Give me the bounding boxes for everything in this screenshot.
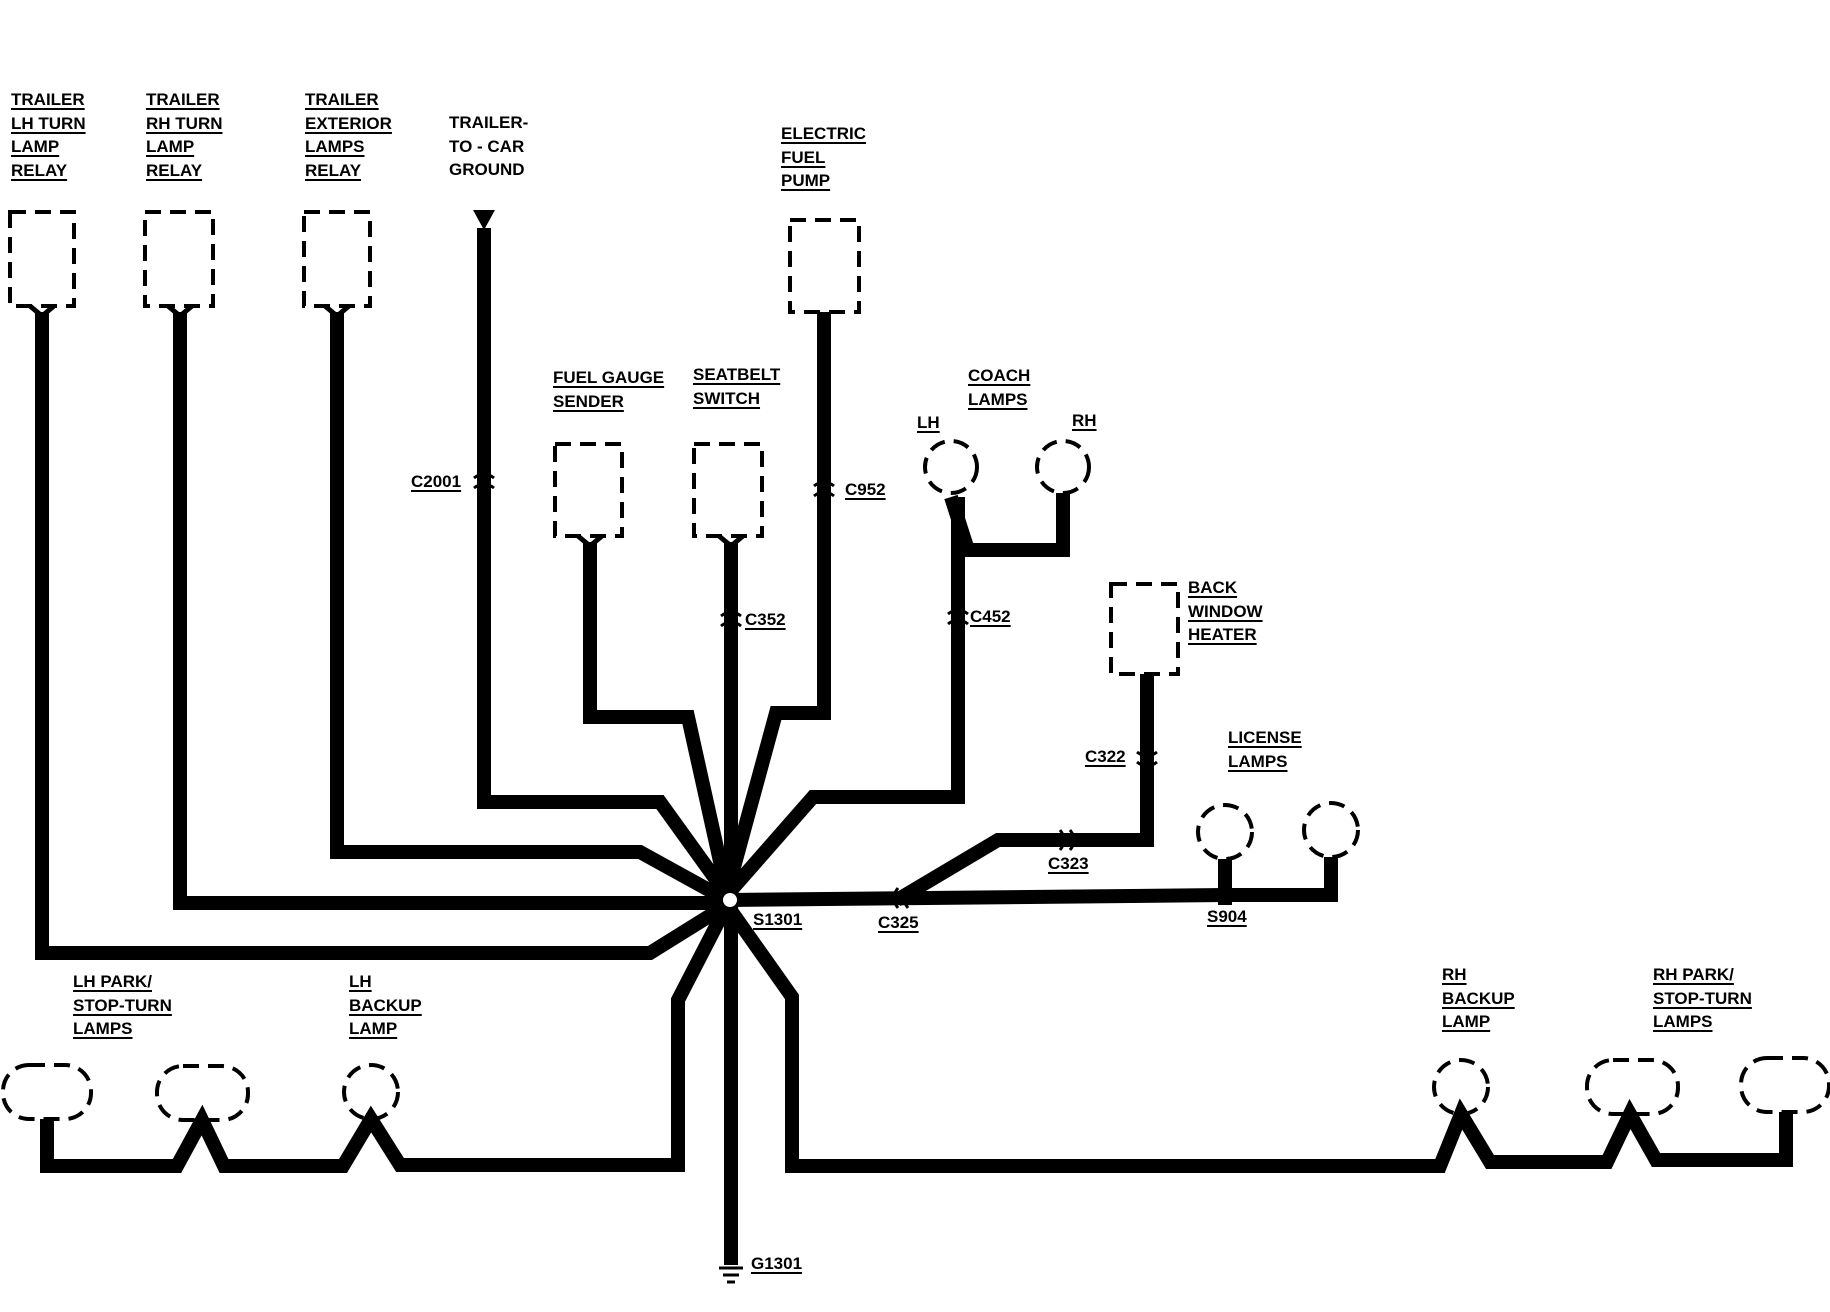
lh-park-lamp-inner — [155, 1064, 250, 1122]
connector-c325-label: C325 — [878, 913, 919, 932]
fuel-gauge-sender-label: FUEL GAUGE SENDER — [553, 368, 665, 411]
trailer-lh-turn-relay-label: TRAILER LH TURN LAMP RELAY — [11, 90, 86, 180]
coach-lamp-rh — [1035, 439, 1091, 495]
splice-s904 — [1217, 888, 1233, 904]
wire-trailer-ground — [477, 228, 733, 900]
splice-s1301-label: S1301 — [753, 910, 803, 929]
trailer-exterior-lamps-relay-label: TRAILER EXTERIOR LAMPS RELAY — [305, 90, 392, 180]
wire-fuel-pump — [720, 312, 831, 895]
wire-lh-rear-lamps — [40, 901, 734, 1173]
electric-fuel-pump-label: ELECTRIC FUEL PUMP — [781, 124, 866, 190]
wire-coach-lamps — [721, 497, 965, 900]
trailer-rh-turn-relay-label: TRAILER RH TURN LAMP RELAY — [146, 90, 223, 180]
wire-coach-lamps-rh — [944, 493, 1070, 557]
rh-backup-lamp-label: RH BACKUP LAMP — [1442, 965, 1515, 1031]
trailer-ground-arrow — [473, 210, 495, 230]
trailer-lh-turn-relay-box — [8, 210, 76, 308]
coach-lamp-rh-label: RH — [1072, 411, 1097, 430]
ground-g1301-label: G1301 — [751, 1254, 803, 1273]
trailer-to-car-ground-label: TRAILER- TO - CAR GROUND — [449, 113, 529, 179]
trailer-rh-turn-relay-box — [143, 210, 215, 308]
wire-fuel-gauge-sender — [583, 542, 734, 895]
coach-lamps-label: COACH LAMPS — [968, 366, 1031, 409]
back-window-heater-label: BACK WINDOW HEATER — [1188, 578, 1263, 644]
lh-park-stop-turn-lamps-label: LH PARK/ STOP-TURN LAMPS — [73, 972, 172, 1038]
connector-c325-mark — [892, 887, 910, 909]
fuel-gauge-sender-box — [553, 442, 624, 538]
connector-c952-mark — [813, 480, 835, 498]
lh-backup-lamp — [342, 1063, 400, 1121]
connector-c2001-label: C2001 — [411, 472, 462, 491]
license-lamp-left — [1196, 803, 1254, 861]
rh-park-lamp-outer — [1739, 1056, 1830, 1114]
connector-c452-label: C452 — [970, 607, 1011, 626]
connector-c323-label: C323 — [1048, 854, 1089, 873]
electric-fuel-pump-box — [788, 218, 861, 314]
connector-c452-mark — [947, 608, 969, 626]
wire-trailer-rh-relay — [173, 312, 727, 910]
splice-s1301 — [719, 889, 741, 911]
coach-lamp-lh — [923, 439, 979, 495]
wire-s1301-to-s904 — [726, 888, 1226, 907]
connector-c2001-mark — [473, 472, 495, 490]
connector-c352-label: C352 — [745, 610, 786, 629]
trailer-exterior-lamps-relay-box — [302, 210, 372, 308]
rh-park-lamp-inner — [1585, 1058, 1680, 1116]
rh-backup-lamp — [1432, 1058, 1490, 1116]
wire-license-lamps — [1225, 857, 1338, 902]
connector-c352-mark — [720, 610, 742, 628]
license-lamps-label: LICENSE LAMPS — [1228, 728, 1302, 771]
lh-backup-lamp-label: LH BACKUP LAMP — [349, 972, 422, 1038]
connector-c952-label: C952 — [845, 480, 886, 499]
connector-c322-label: C322 — [1085, 747, 1126, 766]
wire-trailer-lh-relay — [35, 312, 731, 960]
wire-back-window-heater — [893, 674, 1154, 907]
ground-g1301-symbol — [719, 1266, 743, 1284]
back-window-heater-box — [1109, 582, 1180, 676]
coach-lamp-lh-label: LH — [917, 413, 940, 432]
seatbelt-switch-box — [692, 442, 764, 538]
splice-s904-label: S904 — [1207, 907, 1247, 926]
license-lamp-right — [1302, 801, 1360, 859]
connector-c323-mark — [1058, 829, 1076, 851]
wire-rh-rear-lamps — [721, 900, 1793, 1173]
lh-park-lamp-outer — [1, 1063, 93, 1121]
connector-c322-mark — [1136, 750, 1158, 768]
wire-trailer-exterior-relay — [330, 312, 731, 907]
seatbelt-switch-label: SEATBELT SWITCH — [693, 365, 781, 408]
rh-park-stop-turn-lamps-label: RH PARK/ STOP-TURN LAMPS — [1653, 965, 1752, 1031]
